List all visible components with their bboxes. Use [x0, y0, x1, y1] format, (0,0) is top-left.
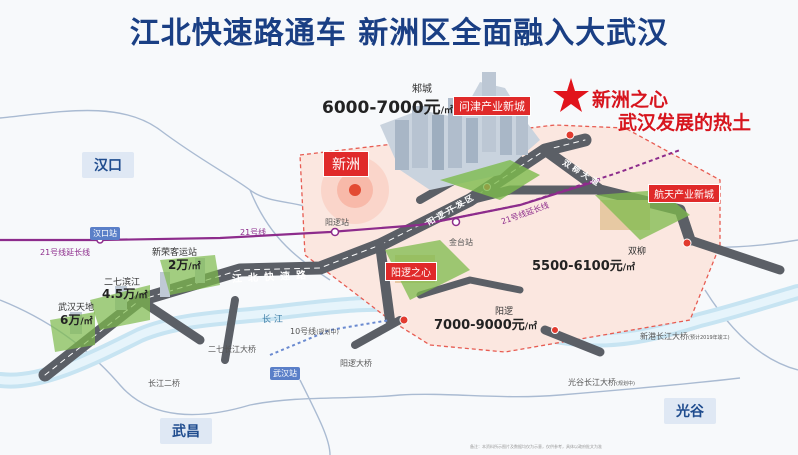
- zhucheng-price: 6000-7000元/㎡: [322, 98, 453, 118]
- hankou-station-badge: 汉口站: [90, 227, 120, 240]
- bridge-erqiao: 长江二桥: [148, 379, 180, 388]
- green-areas: [50, 160, 690, 352]
- hangtian-tag: 航天产业新城: [648, 184, 720, 203]
- bridge-xingang: 新港长江大桥(预计2019年竣工): [640, 332, 730, 341]
- wenjin-tag: 问津产业新城: [453, 96, 531, 116]
- district-wuchang: 武昌: [160, 418, 212, 444]
- slogan-line2: 武汉发展的热土: [618, 112, 752, 134]
- metro-line-21-ext: [419, 149, 681, 226]
- metro-21-ext-label: 21号线延长线: [40, 248, 91, 257]
- bridge-erqi: 二七长江大桥: [208, 345, 256, 354]
- development-zone: [299, 124, 721, 353]
- erqi-name: 二七滨江: [104, 278, 141, 288]
- district-guanggu: 光谷: [664, 398, 716, 424]
- river-label: 长 江: [262, 315, 283, 325]
- district-hankou: 汉口: [82, 152, 134, 178]
- zhucheng-name: 邾城: [412, 84, 432, 95]
- footnote: 备注：本资料所示图片及数据均仅为示意，仅供参考，具体以政府批文为准: [470, 444, 602, 449]
- xinzhou-tag: 新洲: [323, 151, 369, 177]
- page-title: 江北快速路通车 新洲区全面融入大武汉: [129, 16, 669, 51]
- metro-10-label: 10号线(规划中): [290, 327, 339, 336]
- wuhantiandi-price: 6万/㎡: [60, 313, 93, 327]
- bridge-guanggu: 光谷长江大桥(规划中): [568, 378, 635, 387]
- metro-stations: [96, 217, 461, 244]
- shuangliu-name: 双柳: [628, 247, 647, 257]
- bridge-yangluo: 阳逻大桥: [340, 359, 372, 368]
- metro-21-label: 21号线: [240, 228, 267, 237]
- xinrong-price: 2万/㎡: [168, 258, 201, 272]
- erqi-price: 4.5万/㎡: [102, 287, 148, 301]
- star-icon: [553, 78, 589, 112]
- wuhan-station-badge: 武汉站: [270, 367, 300, 380]
- wuhantiandi-name: 武汉天地: [58, 303, 95, 313]
- jintai-station-label: 金台站: [449, 238, 473, 247]
- yangluo-name: 阳逻: [495, 307, 514, 317]
- xinrong-name: 新荣客运站: [152, 248, 198, 258]
- yangluo-price: 7000-9000元/㎡: [434, 318, 538, 333]
- yangluo-station-label: 阳逻站: [325, 218, 349, 227]
- shuangliu-price: 5500-6100元/㎡: [532, 259, 636, 274]
- slogan-line1: 新洲之心: [592, 89, 669, 111]
- yangluo-heart-tag: 阳逻之心: [385, 262, 437, 281]
